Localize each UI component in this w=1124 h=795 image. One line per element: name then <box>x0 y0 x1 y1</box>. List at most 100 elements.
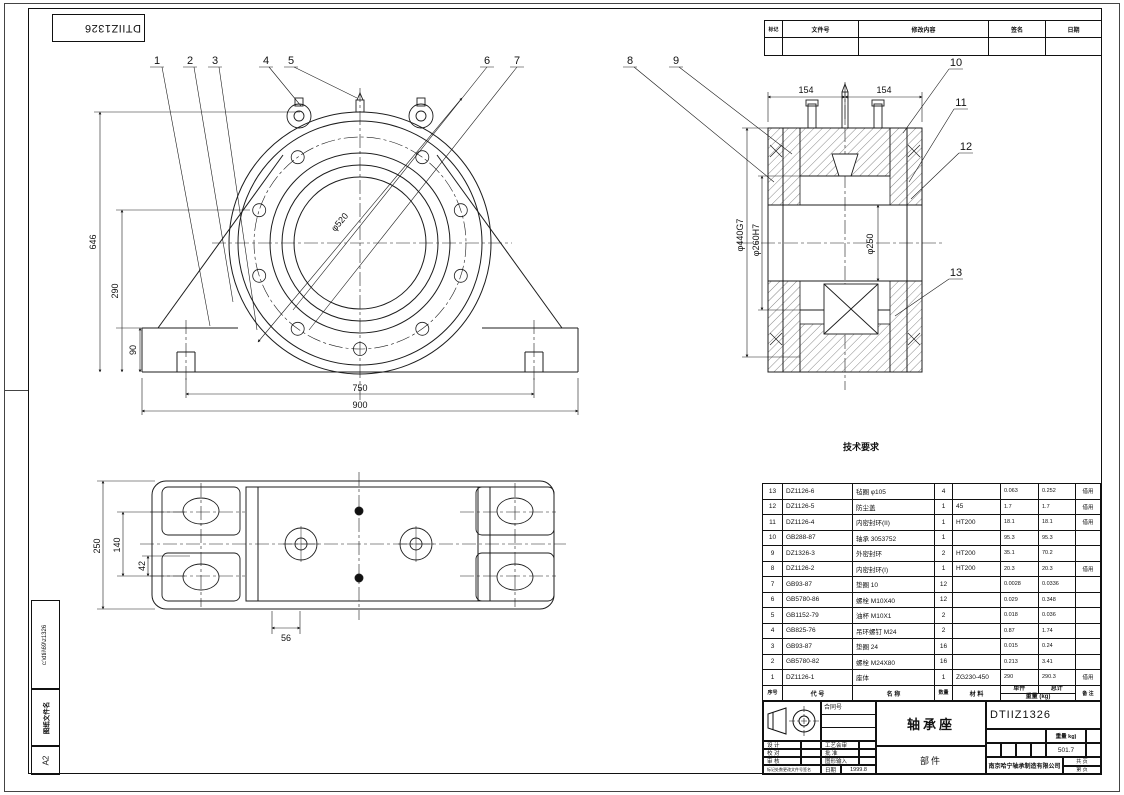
bom-cell-code: DZ1126-2 <box>782 560 853 577</box>
balloon-2: 2 <box>187 55 193 67</box>
bom-cell-name: 垫圈 24 <box>852 638 935 655</box>
bom-cell-unit-weight: 1.7 <box>1000 498 1039 515</box>
bom-cell-unit-weight: 0.87 <box>1000 622 1039 639</box>
bom-cell-unit-weight: 18.1 <box>1000 514 1039 531</box>
balloon-12: 12 <box>960 141 972 153</box>
side-bearing-box <box>823 153 879 335</box>
bom-cell-material <box>952 591 1001 608</box>
bom-cell-unit-weight: 95.3 <box>1000 529 1039 546</box>
date-label: 日期 <box>821 765 841 774</box>
bom-cell-no: 12 <box>762 498 783 515</box>
bom-cell-material <box>952 653 1001 670</box>
bom-cell-remark: 借用 <box>1075 560 1101 577</box>
bom-cell-material: 45 <box>952 498 1001 515</box>
plan-pads <box>161 486 555 602</box>
bom-cell-code: GB5780-86 <box>782 591 853 608</box>
bom-cell-total-weight: 3.41 <box>1038 653 1076 670</box>
bom-cell-remark <box>1075 591 1101 608</box>
bom-cell-qty: 16 <box>934 638 953 655</box>
bom-cell-remark: 借用 <box>1075 669 1101 686</box>
bom-cell-unit-weight: 0.018 <box>1000 607 1039 624</box>
bom-cell-code: DZ1126-6 <box>782 483 853 500</box>
bom-cell-remark <box>1075 576 1101 593</box>
bom-cell-qty: 12 <box>934 576 953 593</box>
drawing-number: DTIIZ1326 <box>986 701 1101 729</box>
corner-drawing-number-box: DTIIZ1326 <box>52 14 145 42</box>
bom-cell-material: ZG230-450 <box>952 669 1001 686</box>
bom-cell-total-weight: 95.3 <box>1038 529 1076 546</box>
bom-cell-remark: 借用 <box>1075 514 1101 531</box>
bom-cell-code: GB5780-82 <box>782 653 853 670</box>
bom-cell-unit-weight: 0.015 <box>1000 638 1039 655</box>
approve-value <box>859 749 876 757</box>
bom-cell-unit-weight: 0.029 <box>1000 591 1039 608</box>
dim-154-left: 154 <box>798 85 813 95</box>
bom-cell-no: 5 <box>762 607 783 624</box>
contract-cell: 合同号 <box>821 701 876 741</box>
balloon-4: 4 <box>263 55 269 67</box>
plan-center-features <box>283 506 434 583</box>
side-balloons: 8 9 10 11 12 13 <box>627 55 972 279</box>
sheet-outer-border <box>4 3 1120 792</box>
dim-154-right: 154 <box>876 85 891 95</box>
bom-cell-material: HT200 <box>952 514 1001 531</box>
bom-cell-name: 垫圈 10 <box>852 576 935 593</box>
bom-cell-name: 毡圈 φ105 <box>852 483 935 500</box>
bom-header-weight-kg: 重量 (kg) <box>1025 693 1051 700</box>
process-review-label: 工艺会审 <box>821 741 859 749</box>
bom-cell-total-weight: 18.1 <box>1038 514 1076 531</box>
contract-label: 合同号 <box>822 702 875 715</box>
dim-90: 90 <box>128 345 138 355</box>
bom-cell-name: 吊环螺钉 M24 <box>852 622 935 639</box>
bom-cell-total-weight: 20.3 <box>1038 560 1076 577</box>
input-value <box>859 757 876 765</box>
bom-header-weight: 单件 总计 重量 (kg) <box>1000 684 1076 702</box>
balloon-7: 7 <box>514 55 520 67</box>
dim-42: 42 <box>137 561 147 571</box>
bom-row: 1 DZ1126-1 座体 1 ZG230-450 290 290.3 借用 <box>762 669 1101 686</box>
bom-cell-name: 防尘盖 <box>852 498 935 515</box>
bom-cell-total-weight: 1.7 <box>1038 498 1076 515</box>
scale-cell-4 <box>1031 743 1046 757</box>
dim-56: 56 <box>281 633 291 643</box>
bom-cell-name: 螺栓 M10X40 <box>852 591 935 608</box>
check-value <box>801 749 821 757</box>
bom-cell-material <box>952 483 1001 500</box>
balloon-10: 10 <box>950 57 962 69</box>
bom-cell-unit-weight: 0.063 <box>1000 483 1039 500</box>
bom-cell-total-weight: 1.74 <box>1038 622 1076 639</box>
bom-cell-qty: 2 <box>934 545 953 562</box>
input-label: 图形输入 <box>821 757 859 765</box>
design-label: 设 计 <box>763 741 801 749</box>
bom-cell-name: 轴承 3053752 <box>852 529 935 546</box>
bom-row: 5 GB1152-79 油杯 M10X1 2 0.018 0.036 <box>762 607 1101 624</box>
bom-header-no: 序号 <box>762 684 783 702</box>
bom-cell-qty: 1 <box>934 560 953 577</box>
bom-cell-total-weight: 290.3 <box>1038 669 1076 686</box>
part-type: 部件 <box>876 746 986 774</box>
bom-cell-qty: 1 <box>934 498 953 515</box>
approve-label: 批 准 <box>821 749 859 757</box>
bom-cell-code: DZ1126-5 <box>782 498 853 515</box>
design-value <box>801 741 821 749</box>
bom-cell-code: DZ1126-4 <box>782 514 853 531</box>
revision-empty-row <box>764 37 1102 56</box>
bom-cell-qty: 1 <box>934 529 953 546</box>
bom-cell-material: HT200 <box>952 560 1001 577</box>
bom-rows: 13 DZ1126-6 毡圈 φ105 4 0.063 0.252 借用 12 … <box>762 483 1101 686</box>
balloon-6: 6 <box>484 55 490 67</box>
bom-row: 13 DZ1126-6 毡圈 φ105 4 0.063 0.252 借用 <box>762 483 1101 500</box>
bom-cell-qty: 12 <box>934 591 953 608</box>
bom-header-total: 总计 <box>1050 685 1063 692</box>
dim-bore-520: φ520 <box>329 211 350 233</box>
weight-end-cell <box>1086 729 1101 743</box>
bom-table: 13 DZ1126-6 毡圈 φ105 4 0.063 0.252 借用 12 … <box>762 483 1101 702</box>
bom-cell-name: 螺栓 M24X80 <box>852 653 935 670</box>
front-balloons: 1 2 3 4 5 6 7 <box>154 55 520 67</box>
bom-row: 4 GB825-76 吊环螺钉 M24 2 0.87 1.74 <box>762 622 1101 639</box>
part-name: 轴承座 <box>876 701 986 746</box>
bom-cell-material <box>952 576 1001 593</box>
bom-cell-total-weight: 0.0336 <box>1038 576 1076 593</box>
bom-cell-name: 内密封环(I) <box>852 560 935 577</box>
projection-symbol-cell <box>763 701 821 741</box>
